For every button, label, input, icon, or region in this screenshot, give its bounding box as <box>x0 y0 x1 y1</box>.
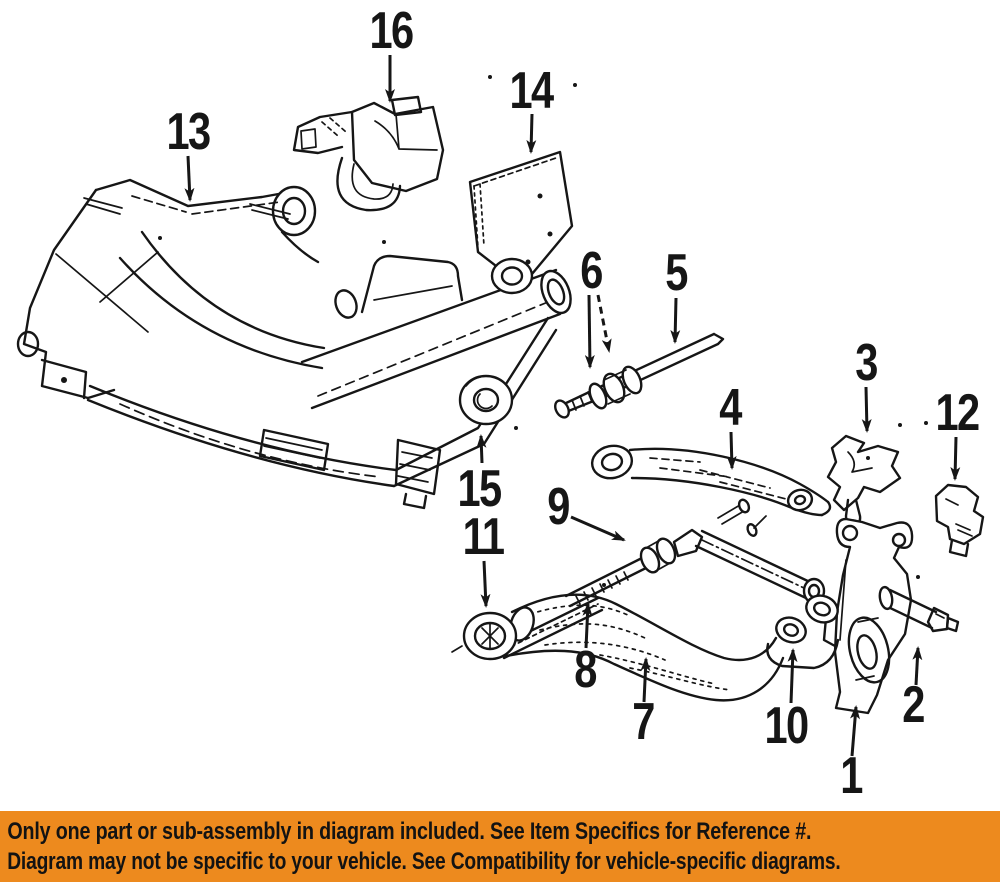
part-2-drawing <box>878 585 960 633</box>
callout-label-12: 12 <box>935 383 980 442</box>
callout-15-arrow <box>476 434 487 464</box>
part-7-drawing <box>504 593 785 702</box>
callout-7-arrow <box>640 657 651 703</box>
callout-label-15: 15 <box>457 459 502 518</box>
callout-14-arrow <box>526 113 537 154</box>
callout-label-9: 9 <box>547 477 570 536</box>
disclaimer-line-1: Only one part or sub-assembly in diagram… <box>7 818 812 845</box>
callout-label-7: 7 <box>632 692 655 751</box>
callout-label-2: 2 <box>902 675 925 734</box>
callout-label-3: 3 <box>855 333 878 392</box>
callout-1-arrow <box>850 705 861 757</box>
part-6-drawing <box>588 365 643 410</box>
callout-label-4: 4 <box>719 378 742 437</box>
callout-12-arrow <box>950 436 961 481</box>
callout-label-10: 10 <box>764 696 809 755</box>
callout-label-13: 13 <box>166 102 211 161</box>
part-14-drawing <box>468 150 574 295</box>
callout-13-arrow <box>184 155 195 202</box>
callout-label-6: 6 <box>580 241 603 300</box>
callout-label-5: 5 <box>665 243 688 302</box>
speckle-dots <box>158 75 928 587</box>
callout-3-arrow <box>861 386 872 433</box>
part-10-drawing <box>766 594 840 670</box>
callout-9-arrow <box>570 515 626 542</box>
part-15-drawing <box>458 374 514 426</box>
callout-label-1: 1 <box>840 746 863 805</box>
callout-6-arrow <box>584 294 595 369</box>
part-12-drawing <box>934 483 985 558</box>
callout-8-arrow <box>582 602 593 649</box>
callout-label-11: 11 <box>462 507 505 566</box>
callout-11-arrow <box>480 560 491 608</box>
callout-label-16: 16 <box>369 1 414 60</box>
part-9-drawing <box>564 498 826 608</box>
callout-10-arrow <box>787 648 798 704</box>
callout-label-14: 14 <box>509 61 554 120</box>
part-16-drawing <box>292 95 445 212</box>
suspension-line-art <box>16 75 985 715</box>
part-4-drawing <box>590 444 832 537</box>
callout-2-arrow <box>912 646 923 686</box>
callout-arrows-layer <box>184 55 961 757</box>
callout-6-arrow <box>596 294 612 353</box>
callout-label-8: 8 <box>574 640 597 699</box>
part-1-drawing <box>822 517 914 715</box>
disclaimer-line-2: Diagram may not be specific to your vehi… <box>7 848 841 875</box>
callout-4-arrow <box>726 431 737 470</box>
part-11-drawing <box>451 606 535 661</box>
disclaimer-banner: Only one part or sub-assembly in diagram… <box>0 811 1000 882</box>
callout-5-arrow <box>670 297 681 344</box>
